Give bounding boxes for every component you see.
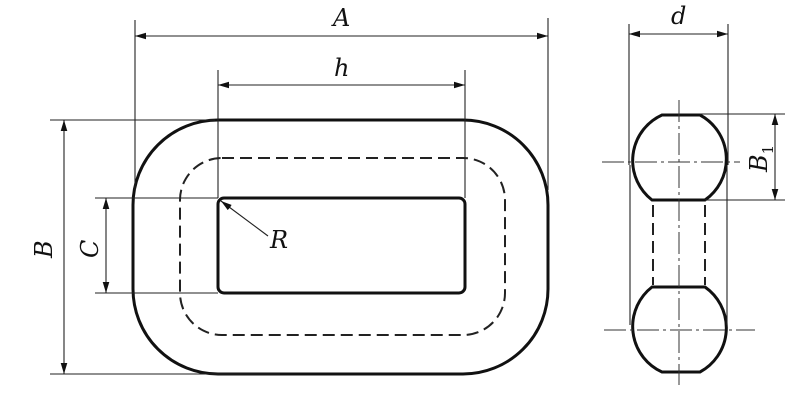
dimension-B1: B1 <box>700 113 785 201</box>
label-d: d <box>671 2 686 30</box>
dimension-A: A <box>134 4 549 190</box>
label-R: R <box>269 226 288 254</box>
label-C: C <box>76 240 104 258</box>
dimension-R: R <box>220 200 288 254</box>
label-B: B <box>30 240 58 259</box>
dimension-B: B <box>30 119 280 375</box>
label-B1: B1 <box>745 145 777 173</box>
dimension-d: d <box>628 2 729 165</box>
front-view <box>131 118 550 376</box>
side-view <box>602 100 755 385</box>
inner-opening <box>216 196 467 295</box>
label-h: h <box>334 54 349 82</box>
dashed-midline-contour <box>179 157 506 336</box>
dimension-C: C <box>76 197 218 294</box>
outer-contour <box>131 118 550 376</box>
dimension-h: h <box>217 54 466 198</box>
label-A: A <box>331 4 350 32</box>
